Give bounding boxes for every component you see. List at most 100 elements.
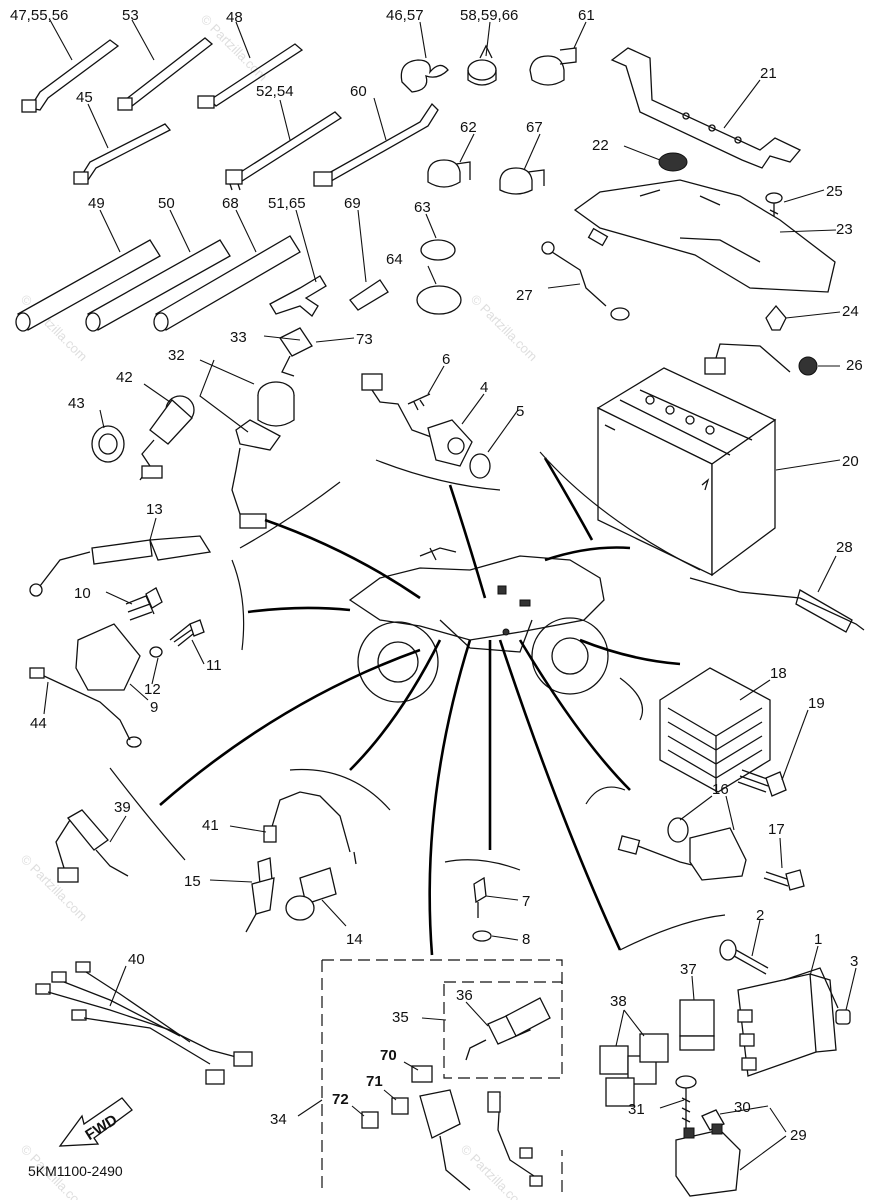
callout-53: 53 (122, 7, 139, 24)
fuel-sender (29, 535, 212, 597)
screw (719, 939, 769, 975)
plug-cap (55, 809, 129, 883)
callout-43: 43 (68, 395, 85, 412)
callout-7: 7 (522, 893, 530, 910)
connector-cables (159, 457, 681, 956)
callout-2: 2 (756, 907, 764, 924)
washer (149, 646, 163, 658)
pressure-switch (285, 867, 337, 921)
watermarks: © Partzilla.com © Partzilla.com © Partzi… (18, 12, 541, 1200)
callout-23: 23 (836, 221, 853, 238)
solenoid (75, 623, 141, 691)
leader-lines (43, 19, 857, 1171)
callout-36: 36 (456, 987, 473, 1004)
callout-10: 10 (74, 585, 91, 602)
callout-15: 15 (184, 873, 201, 890)
callout-34: 34 (270, 1111, 287, 1128)
callout-50: 50 (158, 195, 175, 212)
bolt (169, 619, 205, 647)
starter-relay-box (675, 1123, 741, 1197)
callout-35: 35 (392, 1009, 409, 1026)
clamps (400, 44, 577, 195)
callout-68: 68 (222, 195, 239, 212)
callout-30: 30 (734, 1099, 751, 1116)
callout-20: 20 (842, 453, 859, 470)
callout-22: 22 (592, 137, 609, 154)
battery (596, 367, 777, 577)
joint (349, 279, 389, 311)
callout-58-59-66: 58,59,66 (460, 7, 518, 24)
o-ring (420, 239, 456, 261)
callout-60: 60 (350, 83, 367, 100)
callout-70: 70 (380, 1047, 397, 1064)
battery-lead (704, 343, 818, 376)
tubes (15, 235, 301, 332)
callout-27: 27 (516, 287, 533, 304)
spark-plug (245, 857, 275, 933)
callout-46-57: 46,57 (386, 7, 424, 24)
callout-24: 24 (842, 303, 859, 320)
callout-37: 37 (680, 961, 697, 978)
callout-29: 29 (790, 1127, 807, 1144)
callout-9: 9 (150, 699, 158, 716)
wire-harness (35, 961, 253, 1085)
callout-32: 32 (168, 347, 185, 364)
bolt (675, 1075, 697, 1128)
callout-69: 69 (344, 195, 361, 212)
callout-25: 25 (826, 183, 843, 200)
callout-21: 21 (760, 65, 777, 82)
battery-cover (573, 179, 836, 293)
bolt (125, 587, 163, 621)
callout-1: 1 (814, 931, 822, 948)
callout-48: 48 (226, 9, 243, 26)
clip (765, 304, 787, 331)
callout-5: 5 (516, 403, 524, 420)
callout-13: 13 (146, 501, 163, 518)
fwd-arrow: FWD (58, 1097, 133, 1147)
negative-lead (689, 577, 865, 633)
diagram-code: 5KM1100-2490 (28, 1163, 123, 1179)
lead-wire (29, 667, 142, 748)
callout-62: 62 (460, 119, 477, 136)
callout-14: 14 (346, 931, 363, 948)
callout-18: 18 (770, 665, 787, 682)
neutral-switch (361, 373, 491, 479)
callout-72: 72 (332, 1091, 349, 1108)
callout-63: 63 (414, 199, 431, 216)
callout-40: 40 (128, 951, 145, 968)
watermark: © Partzilla.com (18, 852, 91, 925)
indicator-socket (91, 395, 195, 481)
callout-42: 42 (116, 369, 133, 386)
callout-41: 41 (202, 817, 219, 834)
callout-67: 67 (526, 119, 543, 136)
callout-64: 64 (386, 251, 403, 268)
o-ring (416, 285, 462, 315)
starter-relay (617, 817, 747, 881)
group-brackets (109, 451, 726, 951)
callout-44: 44 (30, 715, 47, 732)
callout-51-65: 51,65 (268, 195, 306, 212)
rectifier-regulator (659, 667, 771, 793)
callout-52-54: 52,54 (256, 83, 294, 100)
callout-17: 17 (768, 821, 785, 838)
callout-11: 11 (206, 657, 222, 674)
callout-38: 38 (610, 993, 627, 1010)
callout-8: 8 (522, 931, 530, 948)
t-joint (269, 275, 327, 317)
callout-33: 33 (230, 329, 247, 346)
callout-45: 45 (76, 89, 93, 106)
callout-3: 3 (850, 953, 858, 970)
callout-47-55-56: 47,55,56 (10, 7, 68, 24)
relays (599, 999, 715, 1107)
damper (658, 152, 688, 172)
main-switch (231, 327, 313, 529)
callout-39: 39 (114, 799, 131, 816)
cable-ties (21, 37, 439, 191)
callout-71: 71 (366, 1073, 383, 1090)
callout-61: 61 (578, 7, 595, 24)
ground-lead (541, 227, 630, 321)
atv-vehicle (348, 547, 609, 703)
callout-49: 49 (88, 195, 105, 212)
grommet (835, 1009, 851, 1025)
callout-31: 31 (628, 1101, 645, 1118)
